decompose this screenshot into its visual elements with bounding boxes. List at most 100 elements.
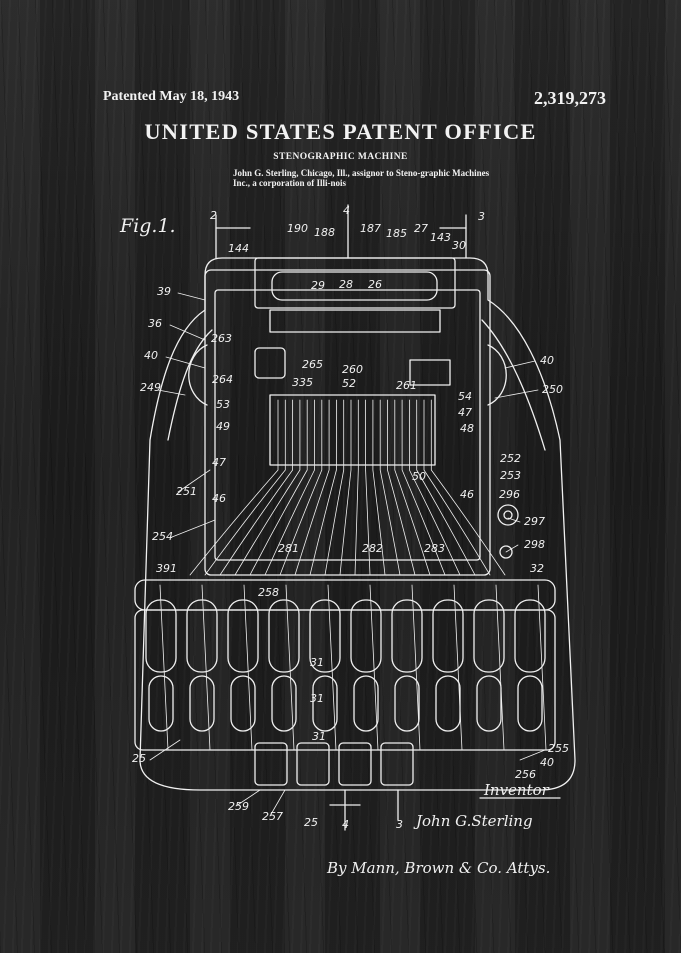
type-bar-housing: [269, 394, 436, 466]
ref-numeral-r21: 52: [342, 377, 356, 390]
vowel-key: [338, 742, 372, 786]
leader-lines: [149, 292, 546, 817]
leader-line: [171, 519, 216, 538]
ref-numeral-r5: 185: [386, 227, 407, 240]
patent-subject: STENOGRAPHIC MACHINE: [273, 152, 408, 162]
ref-numeral-r52: 40: [540, 756, 554, 769]
leader-line: [504, 360, 536, 369]
vowel-key: [254, 742, 288, 786]
ref-numeral-r7: 143: [430, 231, 451, 244]
ref-numeral-r42: 282: [362, 542, 383, 555]
lower-key: [312, 675, 338, 732]
type-bar: [379, 399, 401, 576]
ref-numeral-r46: 258: [258, 586, 279, 599]
type-bar: [394, 399, 431, 576]
ref-numeral-r39: 254: [152, 530, 173, 543]
ref-numeral-r29: 48: [460, 422, 474, 435]
type-bar: [204, 399, 286, 576]
leader-line: [149, 739, 181, 761]
ref-numeral-r49: 31: [312, 730, 326, 743]
ref-numeral-r10: 29: [311, 279, 325, 292]
type-bar: [430, 399, 506, 576]
machine-illustration: [134, 204, 576, 831]
figure-label: Fig.1.: [119, 215, 176, 237]
paper-roller: [271, 271, 438, 301]
ref-numeral-r11: 28: [339, 278, 353, 291]
type-bar: [219, 399, 293, 576]
left-bracket: [254, 347, 286, 379]
upper-frame: [204, 269, 491, 576]
right-window-arc: [487, 344, 507, 406]
inventor-signature: John G.Sterling: [413, 812, 533, 830]
leader-line: [157, 389, 186, 396]
right-bracket: [409, 359, 451, 386]
type-bar: [354, 399, 359, 576]
ref-numeral-r17: 265: [302, 358, 323, 371]
upper-key: [473, 599, 505, 673]
ref-numeral-r14: 263: [211, 332, 232, 345]
ref-numeral-r53: 256: [515, 768, 536, 781]
ref-numeral-r31: 50: [412, 470, 426, 483]
side-screw: [499, 545, 513, 559]
type-bar: [234, 399, 301, 576]
ref-numeral-r24: 250: [542, 383, 563, 396]
ref-numeral-r41: 281: [278, 542, 299, 555]
lower-key: [230, 675, 256, 732]
type-bar: [339, 399, 352, 576]
type-bar: [423, 399, 491, 576]
type-bar: [372, 399, 386, 576]
upper-key: [350, 599, 382, 673]
ref-numeral-r13: 36: [148, 317, 162, 330]
ref-numeral-r36: 46: [460, 488, 474, 501]
lower-key: [271, 675, 297, 732]
side-knob-inner: [503, 510, 513, 520]
ref-numeral-r30: 47: [212, 456, 226, 469]
upper-key: [186, 599, 218, 673]
ref-numeral-r55: 257: [262, 810, 283, 823]
side-knob: [497, 504, 519, 526]
leader-line: [169, 324, 206, 341]
keyboard-base: [134, 609, 556, 751]
ref-numeral-r4: 187: [360, 222, 381, 235]
leader-line: [507, 517, 521, 523]
lower-key: [517, 675, 543, 732]
type-bar: [401, 399, 446, 576]
type-bar: [416, 399, 476, 576]
section-mark-4: 4: [343, 204, 350, 217]
inner-shell-right: [481, 319, 546, 451]
lower-key: [189, 675, 215, 732]
type-bar: [249, 399, 308, 576]
left-window-arc: [188, 344, 208, 406]
type-bar: [309, 399, 337, 576]
leader-line: [519, 749, 546, 761]
ref-numeral-r2: 190: [287, 222, 308, 235]
ref-numeral-r15: 40: [144, 349, 158, 362]
ref-numeral-r12: 26: [368, 278, 382, 291]
ref-numeral-r40: 298: [524, 538, 545, 551]
upper-key: [309, 599, 341, 673]
outer-shell: [139, 257, 576, 791]
upper-key: [514, 599, 546, 673]
upper-key: [145, 599, 177, 673]
ref-numeral-r19: 264: [212, 373, 233, 386]
ref-numeral-r44: 391: [156, 562, 177, 575]
lower-key: [353, 675, 379, 732]
leader-line: [177, 292, 206, 301]
type-bar: [189, 399, 279, 576]
ref-numeral-r47: 31: [310, 656, 324, 669]
vowel-key: [380, 742, 414, 786]
inner-frame: [214, 289, 481, 561]
ref-numeral-r45: 32: [530, 562, 544, 575]
leader-line: [505, 544, 519, 553]
ref-numeral-r3: 188: [314, 226, 335, 239]
type-bar: [409, 399, 461, 576]
ref-numeral-r6: 27: [414, 222, 428, 235]
leader-line: [177, 469, 211, 493]
ref-numeral-r1: 144: [228, 242, 249, 255]
type-bar: [294, 399, 330, 576]
ref-numeral-r18: 260: [342, 363, 363, 376]
ref-numeral-r22: 261: [396, 379, 417, 392]
ref-numeral-r27: 49: [216, 420, 230, 433]
